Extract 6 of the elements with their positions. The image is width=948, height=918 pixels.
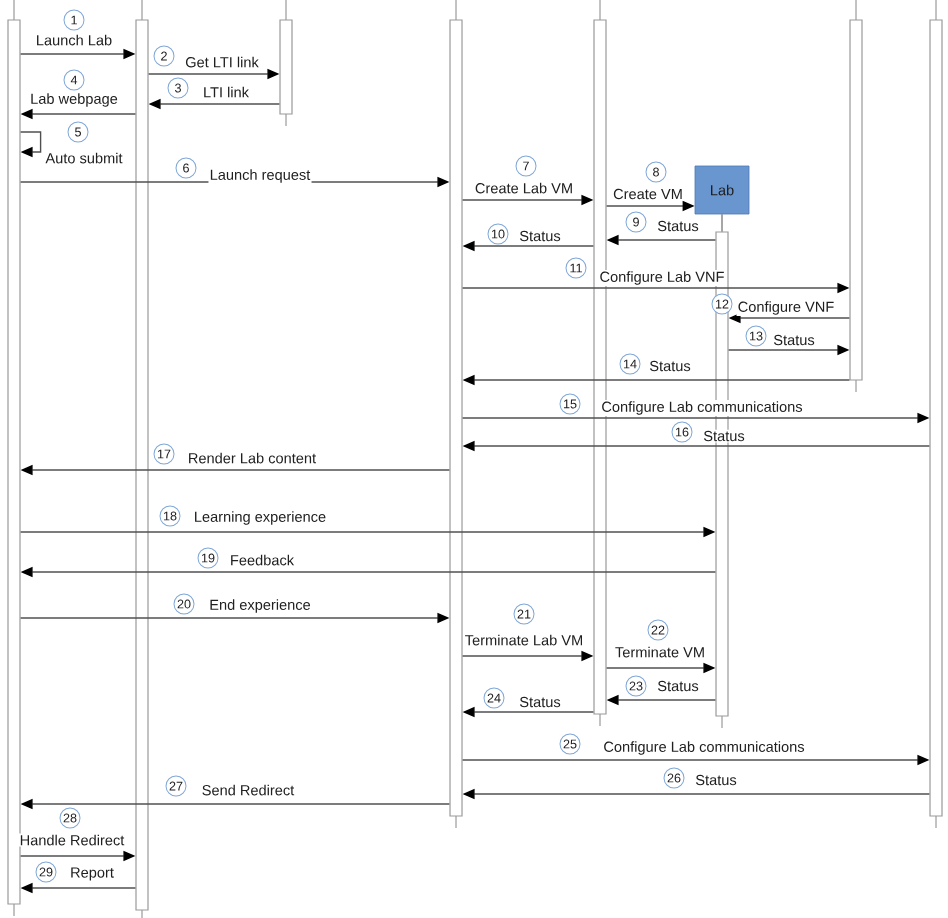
activation-bar (929, 19, 943, 817)
activation-bar (279, 19, 293, 115)
arrow (19, 131, 42, 158)
activation-bar (135, 19, 149, 911)
activation-bar (449, 19, 463, 817)
activation-bar (849, 19, 863, 381)
